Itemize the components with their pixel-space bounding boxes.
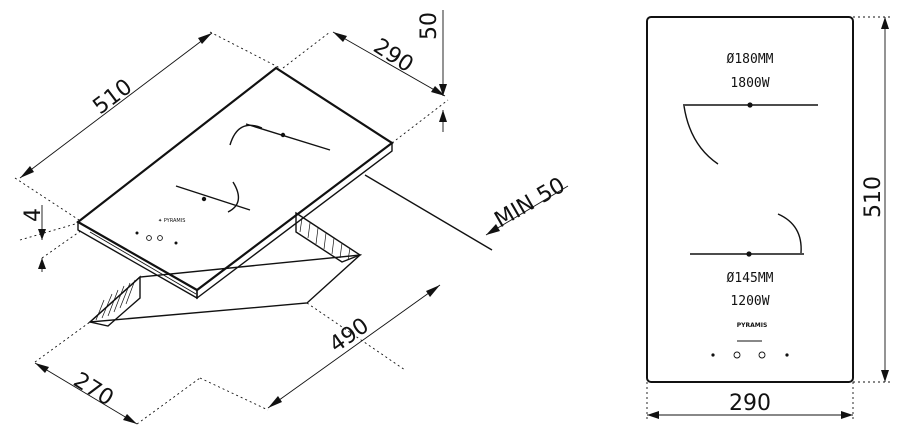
top-dim-height-label: 510	[861, 176, 886, 218]
dim-min-label: MIN 50	[491, 173, 570, 233]
zone-small-diameter: Ø145MM	[727, 271, 774, 286]
dim-min-clearance: MIN 50	[364, 173, 570, 251]
dim-cutout-width-270: 270	[34, 321, 201, 425]
control-button-plus	[758, 351, 766, 359]
hob-top-outline	[646, 16, 854, 383]
control-button-minus	[733, 351, 741, 359]
dim-length-510: 510	[14, 31, 281, 223]
svg-text:✦ PYRAMIS: ✦ PYRAMIS	[158, 218, 185, 224]
isometric-view: ✦ PYRAMIS 510 290	[14, 10, 570, 425]
control-dot-left	[711, 353, 715, 357]
dim-cutout-width-label: 270	[69, 368, 118, 411]
dim-cutout-length-490: 490	[199, 284, 441, 411]
top-dim-width-label: 290	[729, 391, 771, 416]
counter-cutout	[87, 211, 363, 327]
dim-thickness-4: 4	[19, 205, 83, 272]
brand-logo: PYRAMIS	[737, 322, 768, 329]
top-view: Ø180MM 1800W Ø145MM 1200W PYRAMIS 510	[646, 16, 890, 422]
dim-thickness-label: 4	[21, 208, 46, 222]
zone-small-power: 1200W	[730, 294, 769, 309]
dim-height-label: 50	[417, 12, 442, 40]
top-dim-width: 290	[646, 382, 854, 422]
zone-large-power: 1800W	[730, 76, 769, 91]
control-dot-right	[785, 353, 789, 357]
dim-width-label: 290	[369, 34, 418, 78]
top-dim-height: 510	[853, 16, 890, 383]
dim-length-label: 510	[89, 75, 138, 120]
zone-large-diameter: Ø180MM	[727, 52, 774, 67]
dim-height-50: 50	[417, 10, 447, 132]
